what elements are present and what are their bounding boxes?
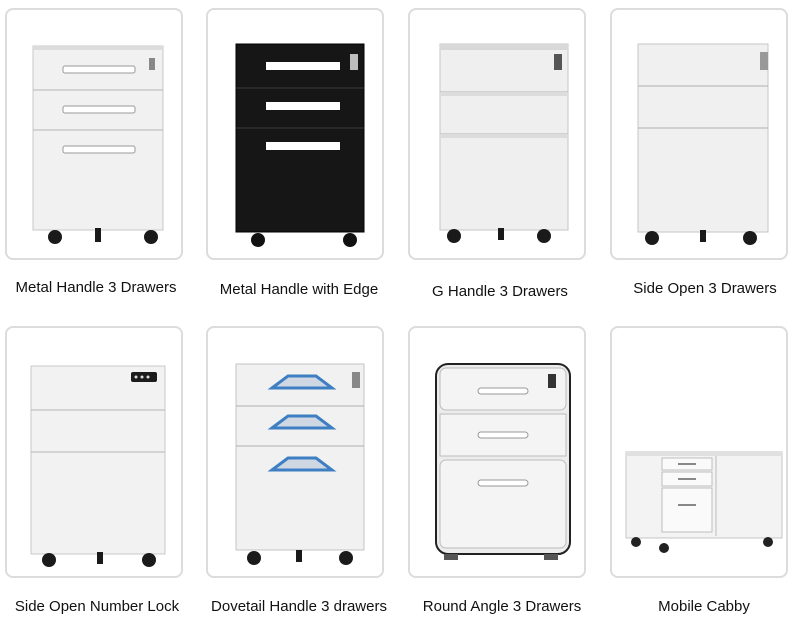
product-caption: Metal Handle with Edge bbox=[219, 281, 379, 298]
cabinet-image bbox=[625, 451, 783, 553]
product-caption: Side Open 3 Drawers bbox=[633, 280, 777, 297]
product-caption: Metal Handle 3 Drawers bbox=[15, 279, 177, 296]
cabinet-image bbox=[637, 43, 769, 245]
product-card-metal-handle-with-edge[interactable] bbox=[206, 8, 384, 260]
cabinet-image bbox=[435, 363, 571, 560]
product-card-metal-handle-3-drawers[interactable] bbox=[5, 8, 183, 260]
product-card-mobile-cabby[interactable] bbox=[610, 326, 788, 578]
product-card-dovetail-handle-3-drawers[interactable] bbox=[206, 326, 384, 578]
cabinet-image bbox=[439, 43, 569, 243]
product-card-side-open-3-drawers[interactable] bbox=[610, 8, 788, 260]
cabinet-image bbox=[235, 363, 365, 565]
product-card-g-handle-3-drawers[interactable] bbox=[408, 8, 586, 260]
product-caption: G Handle 3 Drawers bbox=[432, 283, 568, 300]
product-caption: Round Angle 3 Drawers bbox=[422, 598, 582, 615]
product-card-round-angle-3-drawers[interactable] bbox=[408, 326, 586, 578]
product-card-side-open-number-lock[interactable] bbox=[5, 326, 183, 578]
product-caption: Dovetail Handle 3 drawers bbox=[211, 598, 387, 615]
product-caption: Side Open Number Lock bbox=[14, 598, 180, 615]
cabinet-image bbox=[32, 45, 164, 244]
cabinet-image bbox=[235, 43, 365, 247]
cabinet-image bbox=[30, 365, 166, 567]
product-caption: Mobile Cabby bbox=[658, 598, 750, 615]
